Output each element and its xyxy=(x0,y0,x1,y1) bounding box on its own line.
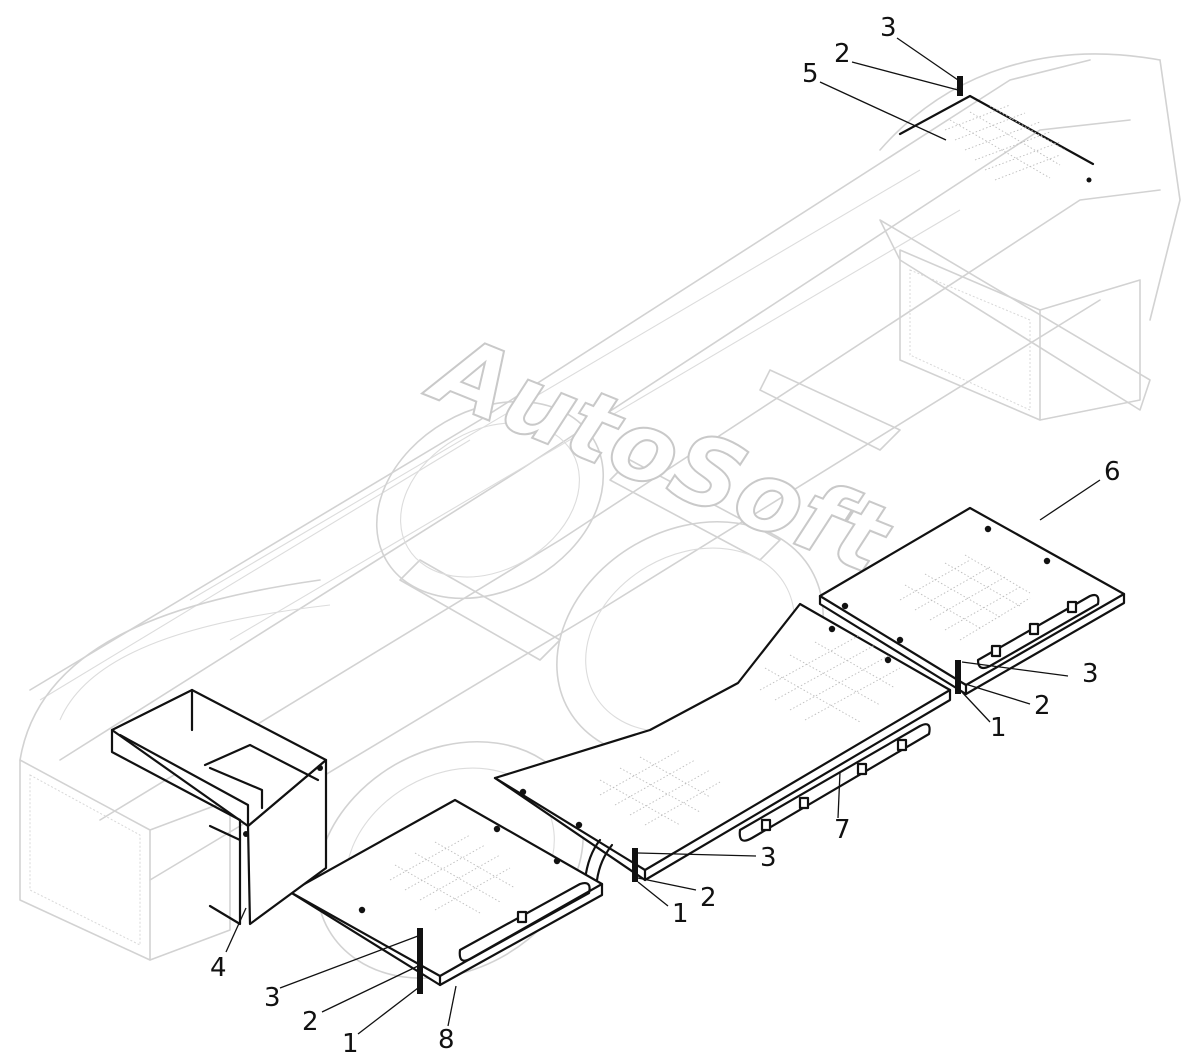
callout-right-2: 2 xyxy=(1034,691,1051,721)
part-8-left-plate xyxy=(288,798,604,994)
callout-left-1: 1 xyxy=(342,1029,359,1059)
callout-mid-7: 7 xyxy=(834,815,851,845)
part-7-middle-plate xyxy=(493,602,952,882)
callout-left-8: 8 xyxy=(438,1025,455,1055)
callout-left-4: 4 xyxy=(210,953,227,983)
callout-left-2: 2 xyxy=(302,1007,319,1037)
callout-mid-2: 2 xyxy=(700,883,717,913)
callout-right-1: 1 xyxy=(990,713,1007,743)
callout-top-3: 3 xyxy=(880,13,897,43)
callout-right-6: 6 xyxy=(1104,457,1121,487)
leader-lines xyxy=(225,37,1101,1035)
part-4-box xyxy=(110,688,328,926)
callout-labels: 3 2 5 6 3 2 1 3 7 2 1 4 3 2 1 8 xyxy=(210,13,1121,1059)
part-5-top-plate xyxy=(898,76,1095,183)
part-6-right-plate xyxy=(818,506,1126,696)
callout-right-3: 3 xyxy=(1082,659,1099,689)
callout-top-2: 2 xyxy=(834,39,851,69)
callout-mid-3: 3 xyxy=(760,843,777,873)
watermark-text: AutoSoft xyxy=(413,311,907,597)
callout-mid-1: 1 xyxy=(672,899,689,929)
callout-left-3: 3 xyxy=(264,983,281,1013)
callout-top-5: 5 xyxy=(802,59,819,89)
